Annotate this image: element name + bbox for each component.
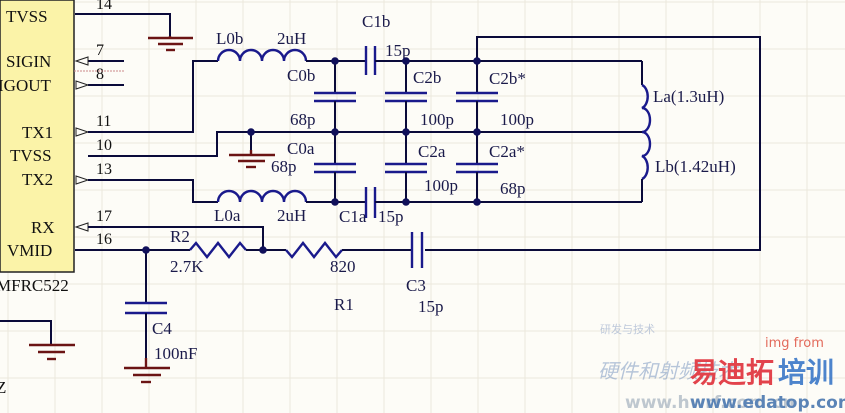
c3-ref: C3 [406,276,426,295]
ground-icon [148,36,193,52]
arrow-out-sigout-icon [75,80,90,90]
wire-tvss-middle-rail [88,131,642,157]
antenna-coil-la-lb [641,83,652,181]
c3-value: 15p [418,297,444,316]
resistor-r2 [189,241,247,259]
c0b-ref: C0b [287,66,315,85]
watermark-chinese-script: 硬件和射频技术 [598,359,740,383]
junction-dots [142,57,481,254]
pin-name-rx: RX [31,218,55,237]
inductor-l0a [216,189,308,203]
l0b-ref: L0b [216,29,243,48]
pin-number-17: 17 [96,208,112,225]
wire-rx [88,226,264,250]
watermark-brand-red: 易迪拓 [690,356,774,389]
watermark-brand-blue: 培训 [778,356,834,389]
pin-number-7: 7 [96,42,104,59]
c2bs-value: 100p [500,110,534,129]
wire-tx1 [88,60,218,133]
ground-icon [124,358,170,384]
pin-number-16: 16 [96,231,112,248]
pin-name-tvss-14: TVSS [6,7,48,26]
c2a-ref: C2a [418,142,446,161]
pin-number-11: 11 [96,113,111,130]
c1b-value: 15p [385,41,411,60]
ground-icon [229,150,275,169]
arrow-in-rx-icon [74,222,89,232]
pin-name-sigout: IGOUT [0,76,51,95]
c0b-value: 68p [290,110,316,129]
r2-ref: R2 [170,227,190,246]
c1a-ref: C1a [339,207,367,226]
pin-name-tx1: TX1 [22,123,53,142]
c2as-ref: C2a* [489,142,525,161]
c1a-value: 15p [378,207,404,226]
wire-rx-loop [425,36,761,251]
wire-tvss-ground [75,13,171,36]
c2b-ref: C2b [413,68,441,87]
inductor-l0b [216,48,308,62]
pin-number-13: 13 [96,161,112,178]
shunt-capacitors [314,61,498,202]
chip-name: MFRC522 [0,276,69,295]
resistor-r1 [285,241,343,259]
lb-label: Lb(1.42uH) [655,157,736,176]
c0a-ref: C0a [287,139,315,158]
c2b-value: 100p [420,110,454,129]
arrow-out-tx2-icon [75,175,90,185]
pin-name-tx2: TX2 [22,170,53,189]
chip-body [0,0,75,273]
pin-name-sigin: SIGIN [6,52,51,71]
c0a-value: 68p [271,157,297,176]
c2as-value: 68p [500,179,526,198]
la-label: La(1.3uH) [653,87,724,106]
arrow-out-tx1-icon [75,127,90,137]
pin-number-10: 10 [96,137,112,154]
r1-value: 820 [330,257,356,276]
l0b-value: 2uH [277,29,306,48]
watermark-small-text: 研发与技术 [600,322,655,336]
wire-tx2 [88,179,218,203]
c1b-ref: C1b [362,12,390,31]
watermark-img-from: img from [765,336,824,351]
arrow-in-sigin-icon [74,56,89,66]
pin-number-8: 8 [96,66,104,83]
r2-value: 2.7K [170,257,204,276]
stray-text: Z [0,378,6,397]
ground-icon [29,343,75,361]
pin-number-14: 14 [96,0,112,13]
pin-lines [74,13,171,232]
l0a-ref: L0a [214,206,241,225]
c2a-value: 100p [424,176,458,195]
watermark-url: www.edatop.com [690,393,845,413]
wire [0,320,52,345]
watermark: img from 硬件和射频技术 易迪拓 培训 www.hwrf.com.cn … [598,322,845,413]
c4-value: 100nF [154,344,197,363]
c4-ref: C4 [152,319,172,338]
l0a-value: 2uH [277,206,306,225]
pin-name-tvss-10: TVSS [10,146,52,165]
pin-name-vmid: VMID [7,241,52,260]
r1-ref: R1 [334,295,354,314]
watermark-url-back: www.hwrf.com.cn [625,393,795,413]
c2bs-ref: C2b* [489,69,526,88]
